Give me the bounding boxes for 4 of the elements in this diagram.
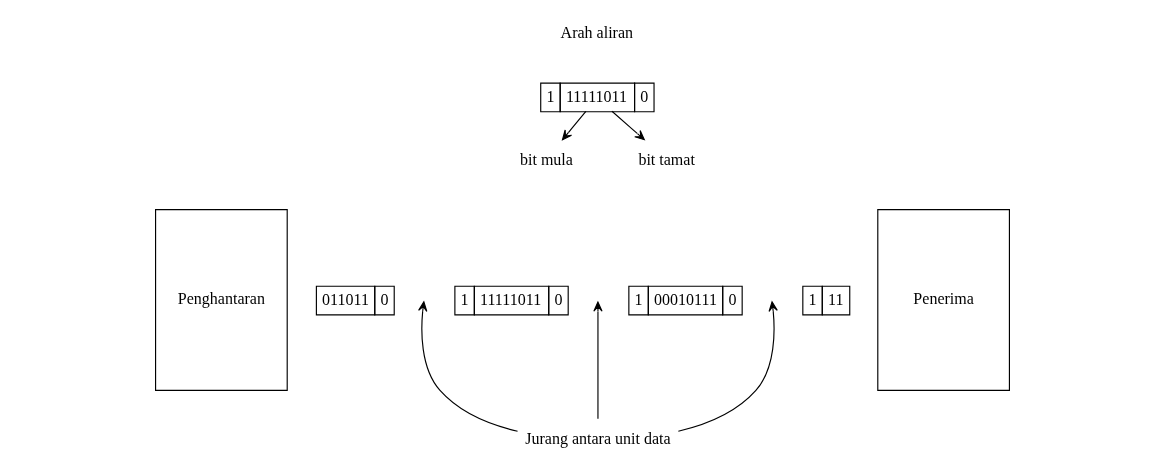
node-text: bit mula — [519, 150, 573, 168]
label: Arah aliran — [560, 23, 633, 41]
node-text: Jurang antara unit data — [524, 429, 671, 447]
node-text: bit tamat — [637, 150, 695, 168]
